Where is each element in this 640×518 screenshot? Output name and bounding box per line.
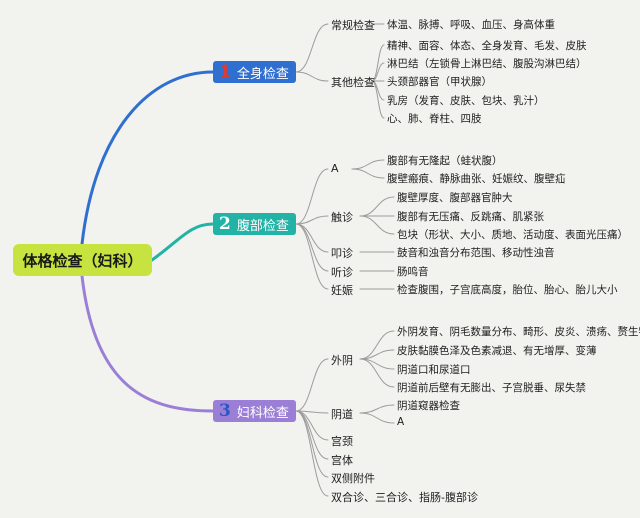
topic-label: A [331,162,339,175]
detail-item: 腹壁厚度、腹部器官肿大 [397,192,513,204]
topic-node[interactable]: 妊娠 [331,282,353,298]
branch-general-exam[interactable]: 1 全身检查 [213,61,296,83]
branch-abdominal-exam[interactable]: 2 腹部检查 [213,213,296,235]
branch-gynecologic-exam[interactable]: 3 妇科检查 [213,400,296,422]
detail-item: 阴道前后壁有无膨出、子宫脱垂、尿失禁 [397,382,586,394]
connector-branch-topic [295,410,329,478]
connector-branch-topic [295,23,329,73]
topic-node[interactable]: 常规检查 [331,17,375,33]
branch-number: 2 [219,214,231,234]
connector-topic-detail [359,215,395,235]
connector-topic-detail [371,62,385,82]
branch-number: 3 [219,401,231,421]
topic-node[interactable]: 其他检查 [331,74,375,90]
detail-item: 阴道口和尿道口 [397,364,471,376]
topic-node[interactable]: 触诊 [331,209,353,225]
detail-item: 包块（形状、大小、质地、活动度、表面光压痛） [397,229,628,241]
topic-label: 叩诊 [331,247,353,260]
detail-item: 乳房（发育、皮肤、包块、乳汁） [387,95,545,107]
root-label: 体格检查（妇科） [22,251,143,270]
detail-item: 阴道窥器检查 [397,400,460,412]
topic-node[interactable]: A [331,162,339,175]
detail-item: 腹部有无压痛、反跳痛、肌紧张 [397,211,544,223]
topic-node[interactable]: 宫体 [331,452,353,468]
topic-label: 双侧附件 [331,472,375,485]
detail-item: 外阴发育、阴毛数量分布、畸形、皮炎、溃疡、赘生物 [397,326,640,338]
detail-item: 鼓音和浊音分布范围、移动性浊音 [397,247,555,259]
topic-label: 触诊 [331,211,353,224]
detail-item: 体温、脉搏、呼吸、血压、身高体重 [387,19,555,31]
topic-node[interactable]: 阴道 [331,406,353,422]
topic-node[interactable]: 叩诊 [331,245,353,261]
topic-label: 阴道 [331,408,353,421]
connector-root-branch2 [150,222,215,262]
branch-label: 妇科检查 [236,405,289,421]
connector-root-branch3 [80,274,215,413]
root-node[interactable]: 体格检查（妇科） [13,244,152,276]
connector-root-branch1 [80,70,215,246]
detail-item: A [397,416,405,428]
branch-label: 腹部检查 [236,218,289,234]
connector-topic-detail [371,80,385,119]
topic-label: 宫颈 [331,435,353,448]
detail-item: 心、肺、脊柱、四肢 [387,113,482,125]
connector-topic-detail [351,168,385,179]
connector-branch-topic [295,410,329,497]
detail-item: 腹壁瘢痕、静脉曲张、妊娠纹、腹壁疝 [387,173,566,185]
connector-topic-detail [351,159,385,170]
connector-branch-topic [295,358,329,412]
connector-topic-detail [359,412,395,424]
connector-branch-topic [295,223,329,272]
detail-item: 淋巴结（左锁骨上淋巴结、腹股沟淋巴结） [387,58,587,70]
topic-node[interactable]: 宫颈 [331,433,353,449]
topic-node[interactable]: 听诊 [331,264,353,280]
connector-topic-detail [359,358,395,388]
detail-item: 皮肤黏膜色泽及色素减退、有无增厚、变薄 [397,345,597,357]
topic-node[interactable]: 双侧附件 [331,470,375,486]
connector-branch-topic [295,71,329,82]
detail-item: 头颈部器官（甲状腺） [387,76,492,88]
topic-label: 听诊 [331,266,353,279]
detail-item: 肠鸣音 [397,266,429,278]
topic-label: 宫体 [331,454,353,467]
connector-branch-topic [295,223,329,290]
topic-node[interactable]: 外阴 [331,352,353,368]
topic-label: 双合诊、三合诊、指肠-腹部诊 [331,491,478,504]
connector-branch-topic [295,215,329,225]
connector-topic-detail [359,404,395,414]
detail-item: 腹部有无隆起（蛙状腹） [387,155,503,167]
topic-label: 妊娠 [331,284,353,297]
connector-topic-detail [359,330,395,360]
connector-branch-topic [295,168,329,225]
topic-label: 外阴 [331,354,353,367]
topic-node[interactable]: 双合诊、三合诊、指肠-腹部诊 [331,489,478,505]
topic-label: 其他检查 [331,76,375,89]
detail-item: 精神、面容、体态、全身发育、毛发、皮肤 [387,40,587,52]
topic-label: 常规检查 [331,19,375,32]
branch-number: 1 [219,62,231,82]
detail-item: 检查腹围，子宫底高度，胎位、胎心、胎儿大小 [397,284,618,296]
branch-label: 全身检查 [236,66,289,82]
connector-topic-detail [359,196,395,217]
connector-topic-detail [359,349,395,360]
